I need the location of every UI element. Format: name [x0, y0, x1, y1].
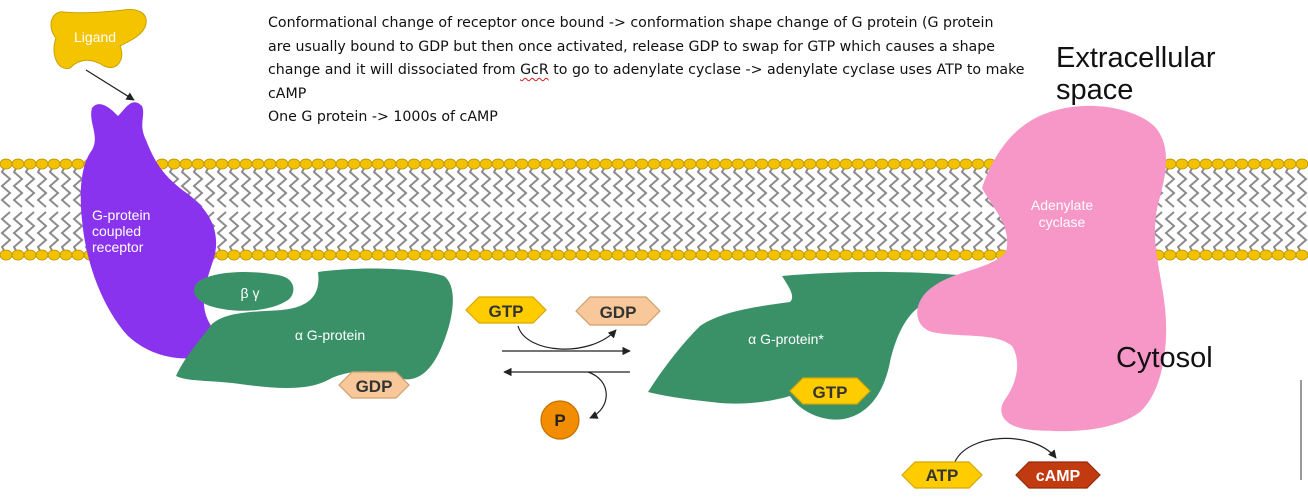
note-line-2: are usually bound to GDP but then once a… [268, 38, 995, 55]
phosphate-circle [540, 400, 580, 440]
alpha-g-protein [176, 268, 453, 388]
atp-label: ATP [926, 466, 959, 485]
phosphate-label: P [554, 411, 565, 430]
notes-text-block: Conformational change of receptor once b… [268, 12, 1058, 130]
note-line-5: One G protein -> 1000s of cAMP [268, 109, 498, 125]
gtp-in-hexagon [465, 296, 547, 324]
beta-gamma-subunit [194, 272, 294, 311]
phosphate-release-arrow [587, 371, 607, 419]
extracellular-space-label: Extracellular space [1056, 42, 1216, 106]
alpha-g-protein-active-label: α G-protein* [748, 331, 824, 347]
ligand-shape [50, 9, 147, 70]
receptor-label-line1: G-protein [92, 207, 150, 223]
gtp-bound-label: GTP [813, 383, 848, 402]
adenylate-label-line1: Adenylate [1031, 197, 1093, 213]
spellcheck-flagged-word: GcR [520, 62, 549, 78]
ligand-binding-arrow [85, 69, 135, 101]
alpha-g-protein-label: α G-protein [295, 327, 365, 343]
note-line-3-start: change and it will dissociated from [268, 62, 521, 78]
note-line-3-end: to go to adenylate cyclase -> adenylate … [548, 62, 1025, 78]
extracellular-label-line2: space [1056, 74, 1134, 106]
atp-hexagon [901, 461, 983, 489]
gpcr-receptor [80, 102, 217, 359]
gdp-bound-hexagon [338, 371, 410, 399]
receptor-label-line3: receptor [92, 239, 144, 255]
gtp-exchange-arrow [517, 325, 617, 350]
cytosol-label: Cytosol [1116, 342, 1213, 374]
note-line-4: cAMP [268, 85, 307, 102]
camp-label: cAMP [1036, 468, 1081, 485]
note-line-1: Conformational change of receptor once b… [268, 15, 994, 31]
adenylate-cyclase [917, 105, 1167, 432]
camp-hexagon [1015, 461, 1101, 489]
beta-gamma-label: β γ [241, 285, 260, 301]
note-line-3: change and it will dissociated from GcR … [268, 59, 1058, 83]
gtp-bound-hexagon [789, 377, 871, 405]
atp-to-camp-arrow [953, 437, 1057, 465]
gdp-bound-label: GDP [356, 377, 393, 396]
adenylate-label-line2: cyclase [1039, 214, 1086, 230]
gdp-out-hexagon [575, 296, 661, 326]
receptor-label-line2: coupled [92, 223, 141, 239]
right-edge-divider [1300, 380, 1302, 480]
ligand-label: Ligand [74, 29, 116, 45]
gtp-in-label: GTP [489, 302, 524, 321]
gdp-out-label: GDP [600, 303, 637, 322]
alpha-g-protein-active [648, 271, 1001, 420]
extracellular-label-line1: Extracellular [1056, 42, 1216, 74]
